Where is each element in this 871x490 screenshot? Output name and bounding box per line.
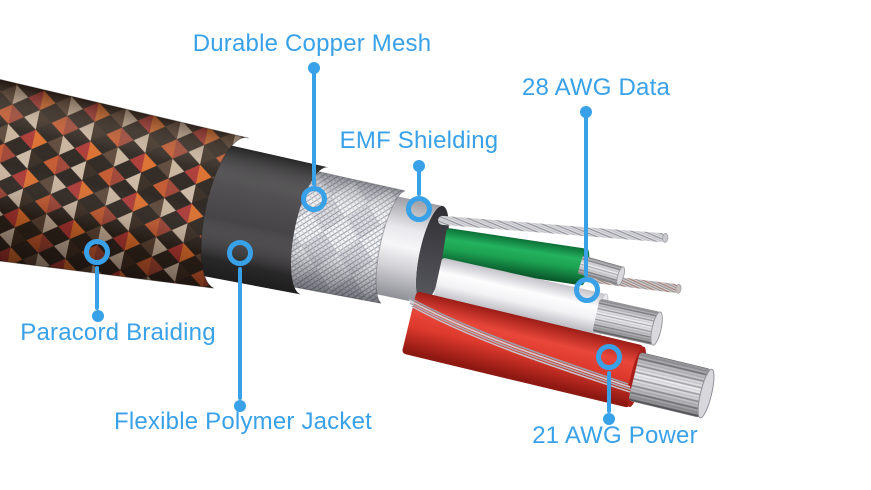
callout-dot	[580, 106, 592, 118]
outer-layers	[0, 75, 406, 304]
callout-ring	[596, 344, 622, 370]
callout-line	[312, 70, 316, 186]
thin-drain-wire	[437, 215, 669, 243]
callout-dot	[92, 310, 104, 322]
callout-label-28awg-data: 28 AWG Data	[521, 74, 671, 101]
callout-ring	[301, 186, 327, 212]
callout-ring	[227, 240, 253, 266]
callout-dot	[234, 400, 246, 412]
paracord-braiding-layer	[0, 75, 249, 289]
green-wire-conductor	[578, 255, 625, 286]
callout-ring	[574, 277, 600, 303]
callout-ring	[84, 239, 110, 265]
callout-line	[607, 371, 611, 413]
callout-line	[95, 266, 99, 310]
callout-line	[584, 116, 588, 277]
callout-dot	[413, 160, 425, 172]
callout-label-paracord-braiding: Paracord Braiding	[20, 319, 216, 346]
callout-label-21awg-power: 21 AWG Power	[532, 422, 698, 449]
power-wire-conductor	[629, 352, 715, 419]
callout-label-emf-shielding: EMF Shielding	[339, 127, 499, 154]
sleeve-interior	[415, 205, 449, 304]
shield-drain-strands	[407, 296, 634, 394]
callout-line	[238, 267, 242, 400]
callout-ring	[406, 196, 432, 222]
callout-dot	[308, 62, 320, 74]
callout-label-durable-copper-mesh: Durable Copper Mesh	[192, 30, 432, 57]
callout-line	[417, 170, 421, 196]
white-wire-conductor	[592, 299, 663, 346]
callout-label-flexible-polymer-jacket: Flexible Polymer Jacket	[113, 408, 373, 435]
callout-dot	[603, 413, 615, 425]
